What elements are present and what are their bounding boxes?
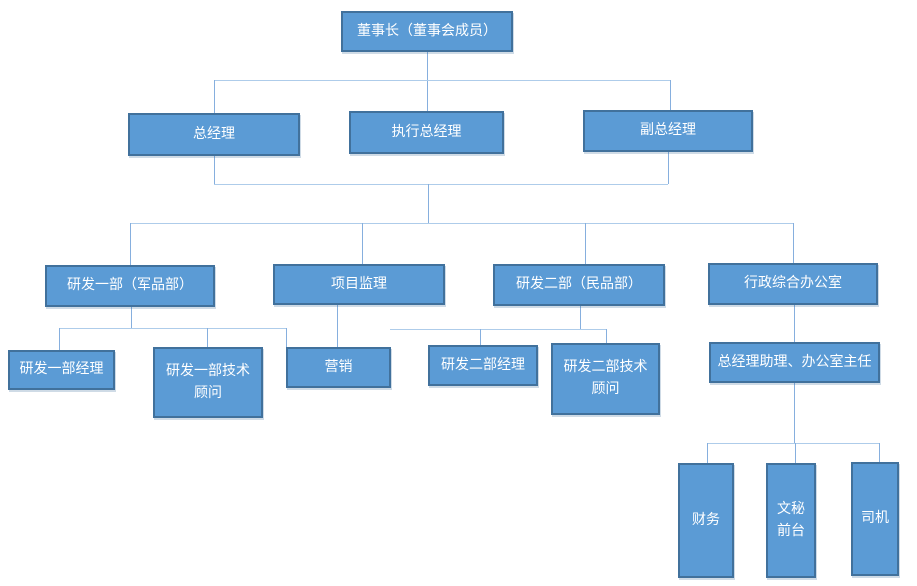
connector-line bbox=[480, 329, 481, 345]
org-node-label: 司机 bbox=[861, 511, 889, 527]
connector-line bbox=[794, 383, 795, 443]
connector-line bbox=[794, 305, 795, 342]
org-node-label: 项目监理 bbox=[331, 276, 387, 292]
connector-line bbox=[59, 328, 60, 350]
org-node-secretary-reception: 文秘前台 bbox=[766, 463, 816, 578]
connector-line bbox=[427, 52, 428, 111]
org-node-driver: 司机 bbox=[851, 462, 899, 576]
connector-line bbox=[580, 306, 581, 329]
connector-line bbox=[390, 329, 606, 330]
connector-line bbox=[214, 156, 215, 184]
org-node-label: 执行总经理 bbox=[391, 124, 462, 140]
org-node-rd1-manager: 研发一部经理 bbox=[8, 350, 115, 390]
org-node-label: 研发二部经理 bbox=[441, 357, 525, 373]
org-node-label: 董事长（董事会成员） bbox=[357, 23, 497, 39]
org-node-label: 文秘前台 bbox=[777, 501, 805, 539]
org-node-label: 研发一部经理 bbox=[19, 362, 104, 378]
connector-line bbox=[286, 328, 287, 347]
org-node-admin-office: 行政综合办公室 bbox=[708, 263, 878, 305]
connector-line bbox=[585, 223, 586, 264]
connector-line bbox=[879, 443, 880, 462]
connector-line bbox=[130, 223, 131, 265]
connector-line bbox=[670, 80, 671, 110]
connector-line bbox=[214, 80, 670, 81]
org-node-rd1-tech-advisor: 研发一部技术顾问 bbox=[153, 347, 263, 418]
connector-line bbox=[707, 443, 708, 463]
org-node-rd2-tech-advisor: 研发二部技术顾问 bbox=[551, 343, 660, 415]
org-node-finance: 财务 bbox=[678, 463, 734, 578]
org-node-label: 营销 bbox=[324, 359, 353, 375]
org-node-general-manager: 总经理 bbox=[128, 113, 300, 156]
org-node-chairman: 董事长（董事会成员） bbox=[341, 11, 513, 52]
org-node-label: 研发二部（民品部） bbox=[516, 277, 642, 293]
org-node-label: 副总经理 bbox=[640, 123, 696, 139]
connector-line bbox=[795, 443, 796, 463]
connector-line bbox=[793, 223, 794, 263]
org-node-gm-assistant-office-director: 总经理助理、办公室主任 bbox=[709, 342, 880, 383]
org-node-label: 行政综合办公室 bbox=[744, 276, 842, 292]
org-node-label: 研发一部（军品部） bbox=[67, 278, 193, 294]
connector-line bbox=[337, 305, 338, 347]
connector-line bbox=[428, 184, 429, 223]
connector-line bbox=[707, 443, 879, 444]
connector-line bbox=[668, 152, 669, 184]
org-node-marketing: 营销 bbox=[286, 347, 391, 388]
connector-line bbox=[214, 80, 215, 113]
connector-line bbox=[207, 328, 208, 347]
org-node-label: 财务 bbox=[692, 512, 720, 528]
org-node-project-supervision: 项目监理 bbox=[273, 264, 445, 305]
org-node-label: 总经理助理、办公室主任 bbox=[717, 354, 872, 370]
org-node-rd-dept2: 研发二部（民品部） bbox=[493, 264, 665, 306]
org-node-label: 总经理 bbox=[193, 126, 235, 142]
connector-line bbox=[606, 329, 607, 343]
connector-line bbox=[130, 223, 793, 224]
org-node-rd-dept1: 研发一部（军品部） bbox=[45, 265, 215, 307]
org-node-executive-general-manager: 执行总经理 bbox=[349, 111, 504, 154]
connector-line bbox=[131, 307, 132, 328]
connector-line bbox=[214, 184, 668, 185]
org-node-rd2-manager: 研发二部经理 bbox=[428, 345, 538, 386]
connector-line bbox=[59, 328, 286, 329]
org-node-deputy-general-manager: 副总经理 bbox=[583, 110, 753, 152]
org-node-label: 研发一部技术顾问 bbox=[166, 363, 250, 401]
connector-line bbox=[362, 223, 363, 264]
org-node-label: 研发二部技术顾问 bbox=[563, 360, 648, 397]
